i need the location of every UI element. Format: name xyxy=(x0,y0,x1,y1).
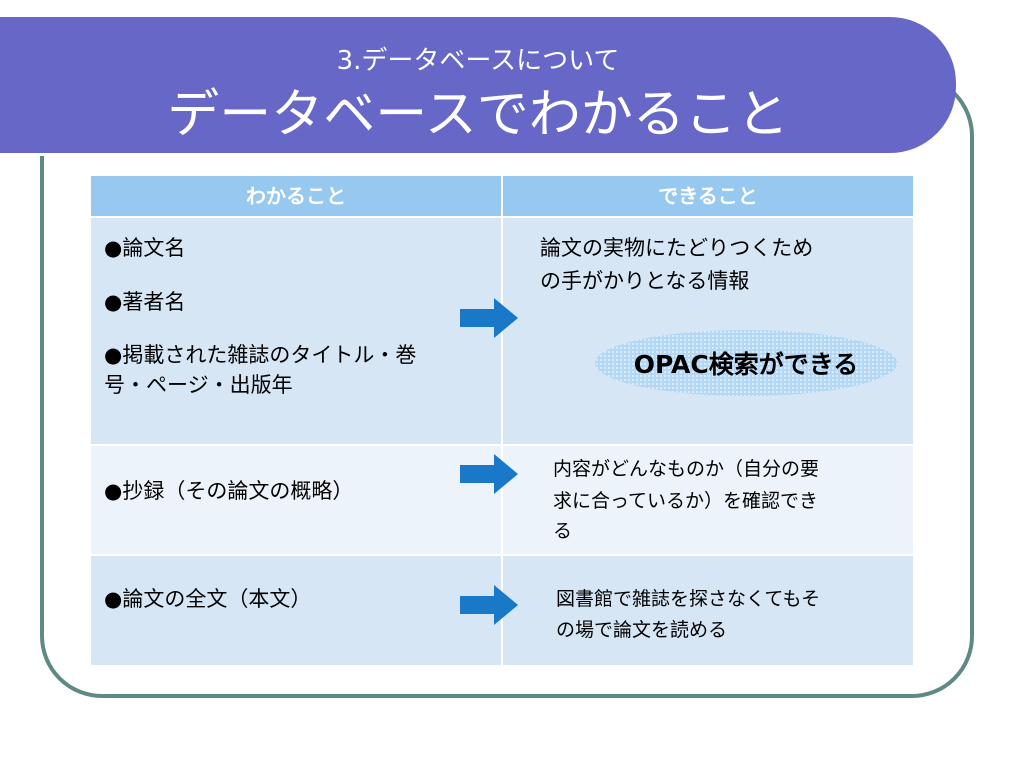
desc-row3-line2: の場で論文を読める xyxy=(556,619,728,641)
item-ronbunmei: ●論文名 xyxy=(104,236,186,260)
desc-row1-line2: の手がかりとなる情報 xyxy=(540,269,750,293)
title-banner: 3.データベースについて データベースでわかること xyxy=(0,17,956,156)
item-journal-line2: 号・ページ・出版年 xyxy=(104,373,293,397)
title-rule xyxy=(0,153,904,156)
desc-row2-line2: 求に合っているか）を確認でき xyxy=(553,490,819,512)
right-arrow-icon xyxy=(460,585,518,625)
item-zenbun: ●論文の全文（本文） xyxy=(104,587,312,611)
desc-row1-line1: 論文の実物にたどりつくため xyxy=(540,236,814,260)
desc-row3-line1: 図書館で雑誌を探さなくてもそ xyxy=(556,588,821,610)
desc-row2-line1: 内容がどんなものか（自分の要 xyxy=(553,458,820,480)
opac-badge: OPAC検索ができる xyxy=(595,330,897,396)
header-wakarukoto: わかること xyxy=(91,176,501,216)
right-arrow-icon xyxy=(460,454,518,494)
row3-right-cell xyxy=(503,556,913,665)
row2-left-cell xyxy=(91,446,501,554)
item-chosha: ●著者名 xyxy=(104,290,186,314)
row3-left-cell xyxy=(91,556,501,665)
row1-left-cell xyxy=(91,218,501,444)
item-journal-line1: ●掲載された雑誌のタイトル・巻 xyxy=(104,343,417,367)
slide-subtitle: 3.データベースについて xyxy=(336,46,620,76)
comparison-table: わかること できること xyxy=(91,176,913,665)
item-shoroku: ●抄録（その論文の概略） xyxy=(104,479,354,503)
desc-row2-line3: る xyxy=(553,520,573,542)
slide-title: データベースでわかること xyxy=(167,85,789,145)
header-dekirukoto: できること xyxy=(503,176,913,216)
right-arrow-icon xyxy=(460,298,518,338)
row2-right-cell xyxy=(503,446,913,554)
